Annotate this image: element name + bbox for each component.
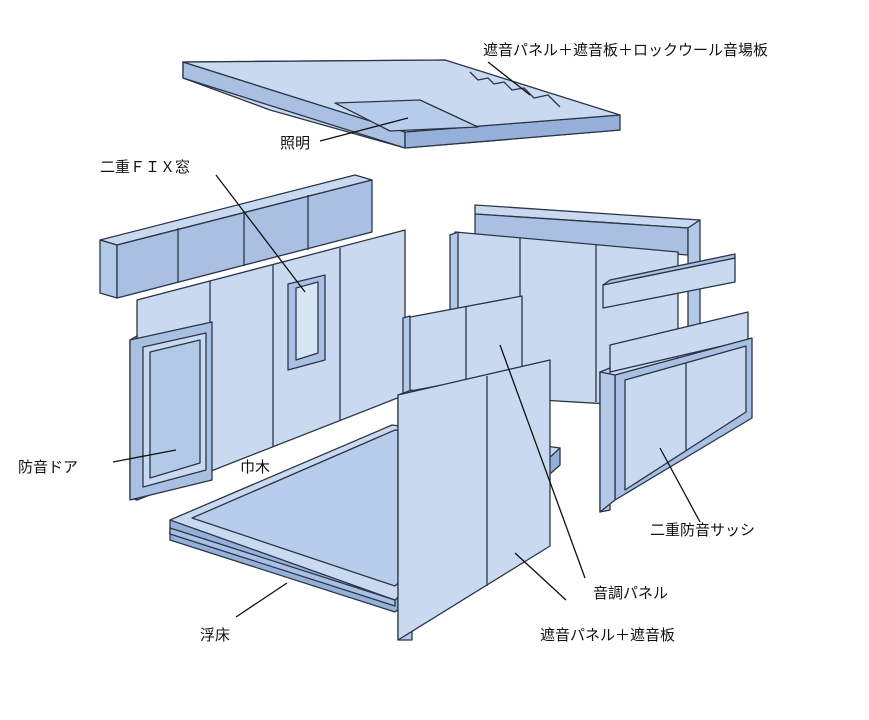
label-floating-floor: 浮床 — [200, 626, 230, 644]
right-wall-top-beam — [602, 253, 736, 309]
leader-ceiling — [487, 61, 531, 96]
label-insulation-panel: 遮音パネル＋遮音板 — [540, 626, 675, 644]
label-tuning-panel: 音調パネル — [593, 584, 668, 602]
left-wall-top-rail — [99, 174, 373, 299]
leader-sound-door — [112, 449, 177, 463]
label-sound-door: 防音ドア — [18, 458, 78, 476]
tuning-panel — [402, 295, 523, 395]
leader-floating-floor — [235, 582, 288, 618]
leader-lighting — [319, 117, 409, 142]
leader-insulation-panel — [514, 552, 567, 601]
leader-fix-window — [215, 174, 306, 293]
fix-window — [287, 274, 326, 371]
label-double-sash: 二重防音サッシ — [650, 521, 755, 539]
label-fix-window: 二重ＦＩＸ窓 — [100, 158, 190, 176]
double-sash — [599, 337, 753, 513]
sound-door — [129, 321, 213, 501]
label-lighting: 照明 — [280, 134, 310, 152]
label-baseboard: 巾木 — [240, 458, 270, 476]
front-insulation-panel — [397, 359, 551, 641]
lighting-panel — [334, 99, 479, 132]
label-ceiling: 遮音パネル＋遮音板＋ロックウール音場板 — [483, 41, 768, 59]
leader-double-sash — [659, 447, 701, 523]
leader-tuning-panel — [499, 344, 586, 579]
